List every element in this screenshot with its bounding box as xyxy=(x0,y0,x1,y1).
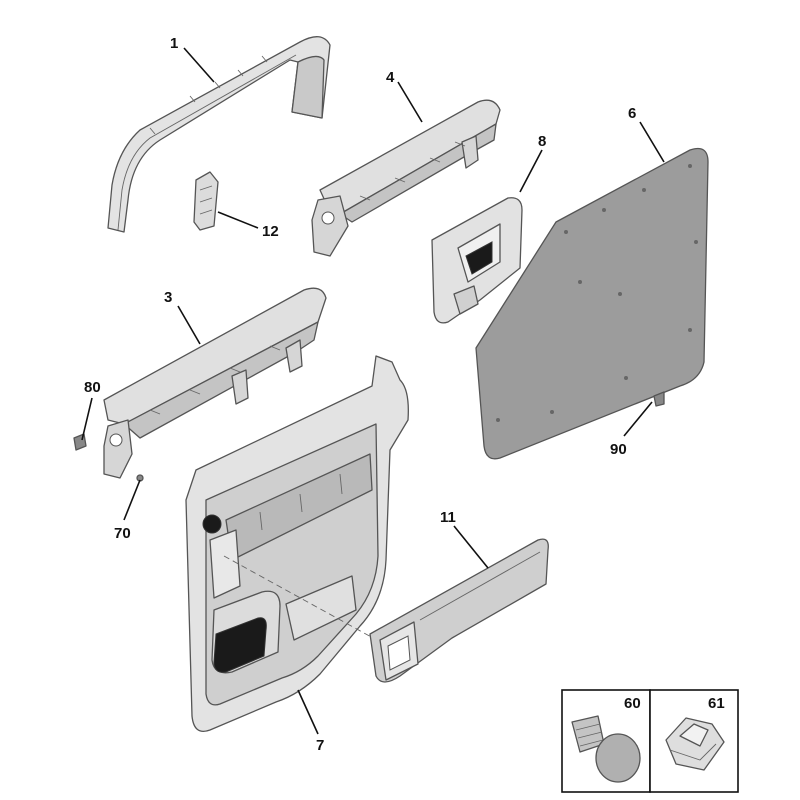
callout-70: 70 xyxy=(114,525,131,542)
part-90-fastener xyxy=(653,391,665,407)
part-3-lower-armrest xyxy=(103,287,327,479)
part-8-handle-bezel xyxy=(431,197,523,324)
part-4-upper-armrest-rail xyxy=(311,99,501,257)
callout-labels: 1 4 6 8 12 3 80 90 70 11 7 xyxy=(84,35,636,754)
part-61-retaining-clip xyxy=(665,717,725,771)
part-80-clip xyxy=(73,433,87,451)
part-11-lower-pocket-trim xyxy=(369,538,549,683)
callout-60: 60 xyxy=(624,695,641,712)
callout-61: 61 xyxy=(708,695,725,712)
callout-1: 1 xyxy=(170,35,178,52)
part-6-water-shield-panel xyxy=(475,147,709,460)
part-1-upper-frame-trim xyxy=(107,36,331,233)
callout-12: 12 xyxy=(262,223,279,240)
part-12-trim-clip xyxy=(193,171,219,231)
part-60-push-rivet xyxy=(571,715,641,783)
callout-8: 8 xyxy=(538,133,546,150)
inset-part-60: 60 xyxy=(561,689,651,793)
callout-4: 4 xyxy=(386,69,395,86)
callout-3: 3 xyxy=(164,289,172,306)
callout-11: 11 xyxy=(440,509,456,526)
callout-7: 7 xyxy=(316,737,324,754)
callout-80: 80 xyxy=(84,379,101,396)
callout-90: 90 xyxy=(610,441,627,458)
leader-lines xyxy=(81,47,665,735)
part-7-door-trim-panel xyxy=(185,355,409,733)
callout-6: 6 xyxy=(628,105,636,122)
inset-part-61: 61 xyxy=(649,689,739,793)
